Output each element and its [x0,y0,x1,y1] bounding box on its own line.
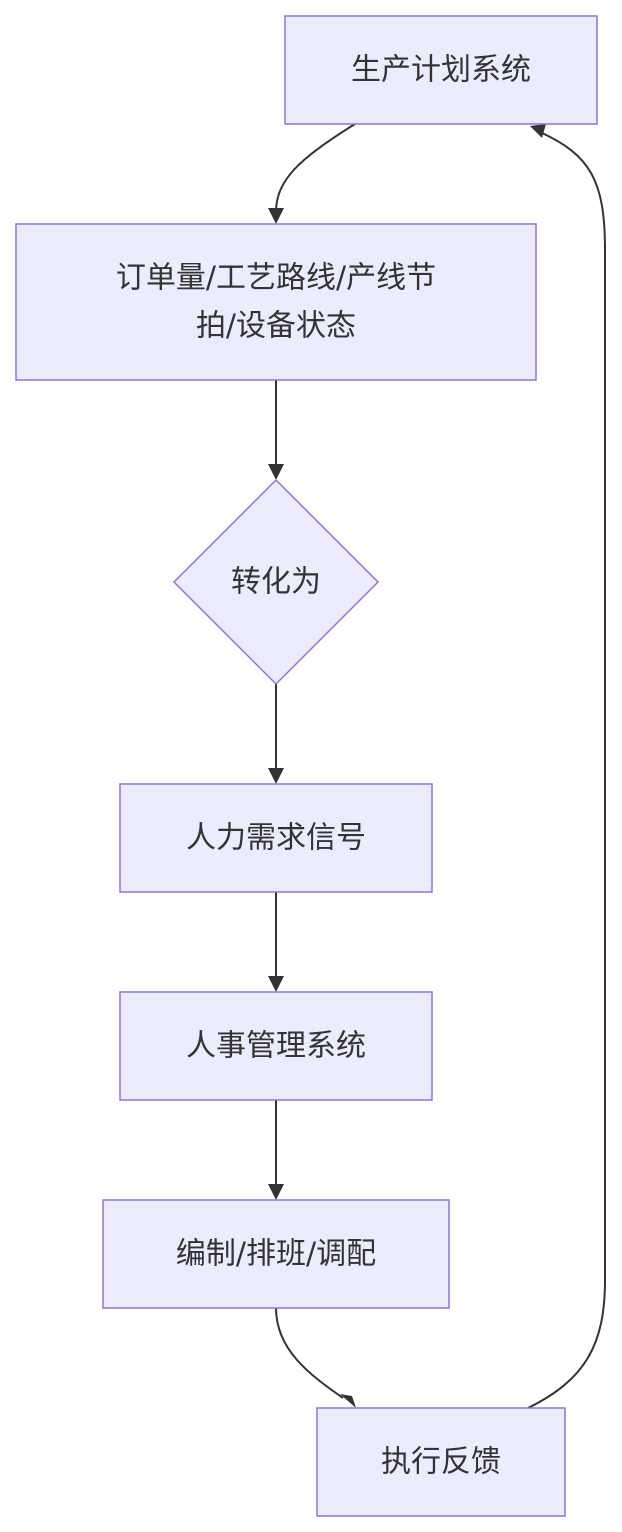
node-convert-decision[interactable]: 转化为 [172,478,380,686]
node-hr-system-label: 人事管理系统 [186,1029,366,1064]
node-plan-system-label: 生产计划系统 [351,53,531,88]
node-demand-signal[interactable]: 人力需求信号 [119,783,433,893]
node-hr-system[interactable]: 人事管理系统 [119,991,433,1101]
node-feedback[interactable]: 执行反馈 [316,1407,566,1517]
node-staffing[interactable]: 编制/排班/调配 [102,1199,450,1309]
node-staffing-label: 编制/排班/调配 [176,1237,376,1272]
edge-feedback-to-plan [527,131,606,1409]
arrow-demand-to-hr [268,976,284,992]
edge-plan-to-inputs [275,123,356,213]
arrow-inputs-to-convert [268,464,284,480]
arrow-feedback-to-plan [530,124,546,138]
arrow-hr-to-staffing [268,1184,284,1200]
node-plan-system[interactable]: 生产计划系统 [284,15,598,125]
node-inputs-label-line2: 拍/设备状态 [196,309,356,344]
arrow-convert-to-demand [268,768,284,784]
arrow-staffing-to-feedback [340,1394,356,1408]
node-feedback-label: 执行反馈 [381,1445,501,1480]
node-inputs-label-line1: 订单量/工艺路线/产线节 [116,261,436,296]
edge-staffing-to-feedback [275,1307,344,1399]
edges [268,123,606,1409]
node-inputs[interactable]: 订单量/工艺路线/产线节 拍/设备状态 [15,223,537,381]
node-demand-signal-label: 人力需求信号 [186,821,366,856]
arrow-plan-to-inputs [268,208,284,224]
node-convert-label: 转化为 [231,565,321,600]
